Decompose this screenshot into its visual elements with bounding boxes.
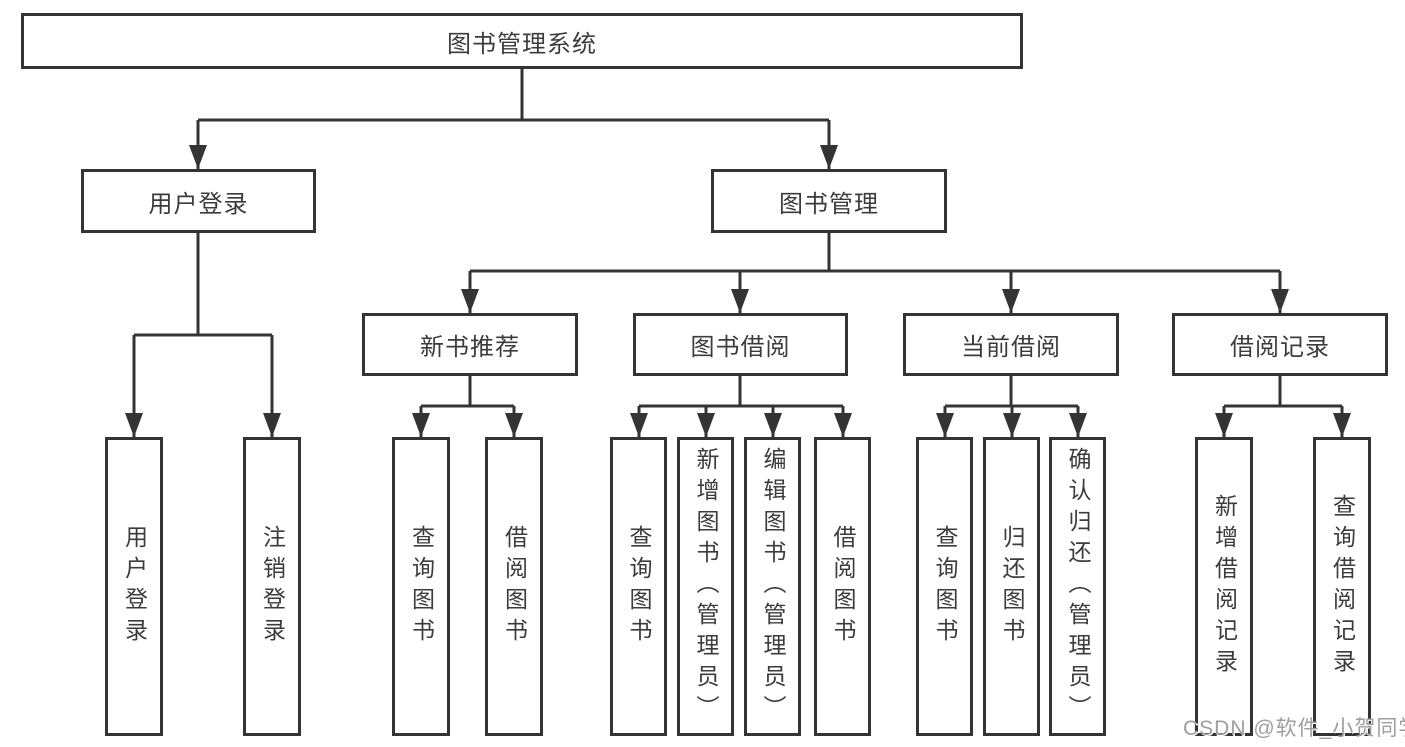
arrow-down-icon [936,413,954,437]
arrow-down-icon [125,413,143,437]
arrow-down-icon [630,413,648,437]
node-user-login: 用户登录 [81,169,316,233]
node-label: 当前借阅 [961,334,1061,361]
arrow-down-icon [412,413,430,437]
connector-user-login-branch [132,233,274,437]
leaf-borrow-books: 借阅图书 [814,437,871,736]
node-label: 借阅图书 [501,524,528,649]
arrow-down-icon [1069,413,1087,437]
node-borrow-records: 借阅记录 [1172,313,1388,376]
node-label: 新增借阅记录 [1211,493,1238,680]
csdn-watermark: CSDN @软件_小贺同学 [1183,717,1405,740]
arrow-down-icon [1333,413,1351,437]
arrow-down-icon [461,289,479,313]
node-book-borrowing: 图书借阅 [633,313,848,376]
node-label: 注销登录 [259,524,286,649]
node-label: 查询图书 [408,524,435,649]
node-label: 查询图书 [626,524,652,649]
node-new-book-recommend: 新书推荐 [362,313,578,376]
connector-root-to-level2 [196,69,831,169]
node-label: 新增图书（管理员） [693,447,719,726]
leaf-edit-books-admin: 编辑图书（管理员） [744,437,801,736]
node-label: 确认归还（管理员） [1065,447,1091,726]
connector-book-mgmt-branch [468,233,1282,313]
arrow-down-icon [263,413,281,437]
node-label: 借阅记录 [1230,334,1330,361]
leaf-logout: 注销登录 [243,437,301,736]
node-label: 借阅图书 [830,524,856,649]
connector-book-borrow-branch [637,376,845,437]
leaf-query-books-current: 查询图书 [916,437,973,736]
arrow-down-icon [1003,413,1021,437]
arrow-down-icon [834,413,852,437]
connector-new-book-branch [419,376,516,437]
arrow-down-icon [1271,289,1289,313]
leaf-add-borrow-record: 新增借阅记录 [1195,437,1253,736]
arrow-down-icon [697,413,715,437]
arrow-down-icon [1002,289,1020,313]
leaf-query-books-borrowing: 查询图书 [610,437,667,736]
node-label: 图书管理 [779,190,879,218]
node-label: 查询借阅记录 [1329,493,1356,680]
node-label: 查询图书 [932,524,958,649]
leaf-query-borrow-record: 查询借阅记录 [1313,437,1371,736]
node-label: 用户登录 [121,524,148,649]
node-label: 图书借阅 [690,334,791,361]
leaf-add-books-admin: 新增图书（管理员） [677,437,734,736]
leaf-confirm-return-admin: 确认归还（管理员） [1049,437,1106,736]
node-current-borrowing: 当前借阅 [903,313,1119,376]
node-label: 新书推荐 [420,334,520,361]
arrow-down-icon [1215,413,1233,437]
node-label: 图书管理系统 [447,30,597,58]
arrow-down-icon [731,289,749,313]
node-label: 用户登录 [148,190,249,218]
leaf-return-books: 归还图书 [983,437,1040,736]
arrow-down-icon [764,413,782,437]
connector-borrow-record-branch [1222,376,1344,437]
arrow-down-icon [189,145,207,169]
arrow-down-icon [820,145,838,169]
node-root-library-system: 图书管理系统 [21,13,1023,69]
node-label: 编辑图书（管理员） [760,447,786,726]
leaf-borrow-books-recommend: 借阅图书 [485,437,543,736]
leaf-user-login: 用户登录 [105,437,163,736]
node-book-management: 图书管理 [711,169,947,233]
arrow-down-icon [505,413,523,437]
leaf-query-books-recommend: 查询图书 [392,437,450,736]
node-label: 归还图书 [999,524,1025,649]
